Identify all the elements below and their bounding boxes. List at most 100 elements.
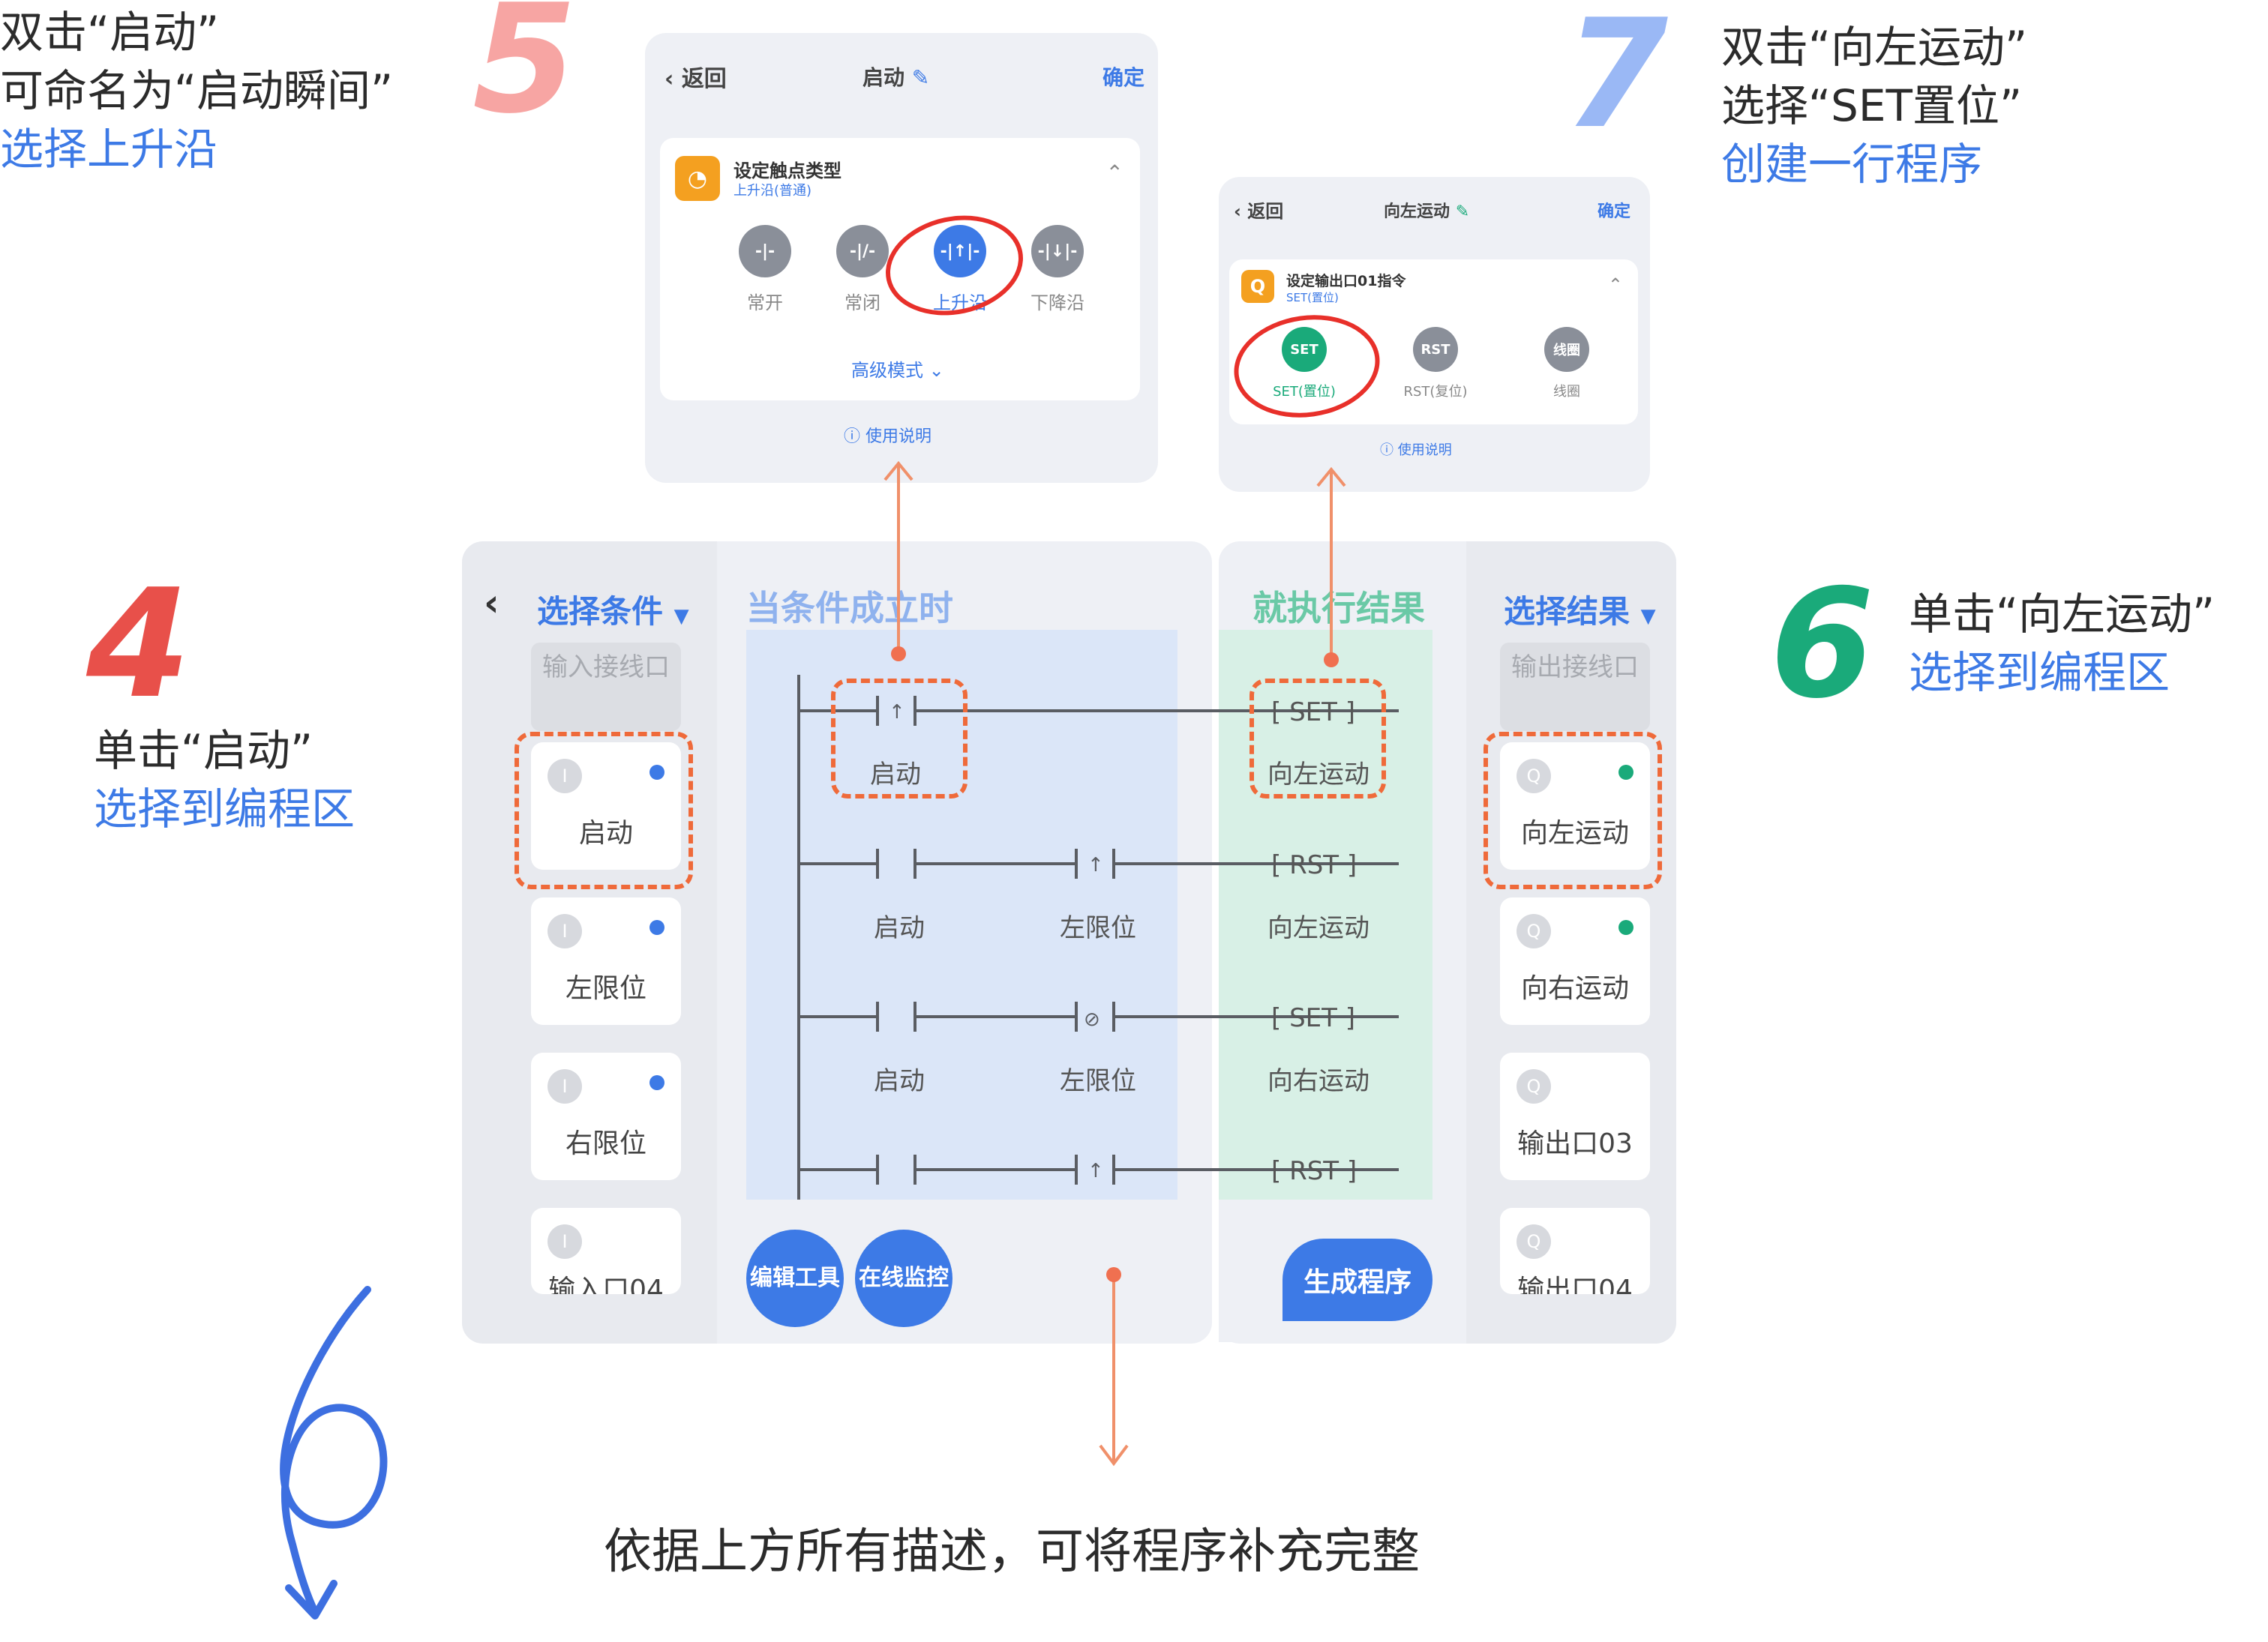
input-left-limit-button[interactable]: I 左限位 <box>531 897 681 1025</box>
row2-coil-type[interactable]: [ RST ] <box>1271 850 1358 880</box>
svg-text:↑: ↑ <box>1088 1160 1104 1182</box>
back-icon[interactable]: ‹ <box>484 581 500 625</box>
option-coil[interactable]: 线圈 线圈 <box>1544 327 1589 400</box>
input-port-04-button[interactable]: I 输入口04 <box>531 1208 681 1294</box>
row3-coil-label[interactable]: 向右运动 <box>1268 1066 1370 1096</box>
highlight-start-input <box>514 732 693 889</box>
row1-contact-label[interactable]: 启动 <box>870 760 921 790</box>
step-number-7: 7 <box>1564 0 1669 162</box>
output-q-icon: Q <box>1241 270 1274 303</box>
step-number-5: 5 <box>472 0 578 147</box>
input-icon: I <box>548 1224 582 1259</box>
input-right-limit-button[interactable]: I 右限位 <box>531 1053 681 1180</box>
status-dot <box>650 765 664 780</box>
annotation-6-text: 单击“向左运动” 选择到编程区 <box>1909 589 2216 698</box>
chevron-down-icon: ⌄ <box>928 360 944 381</box>
contact-type-subtitle: 上升沿(普通) <box>734 183 812 199</box>
output-port-04-button[interactable]: Q 输出口04 <box>1500 1208 1650 1294</box>
row2-coil-label[interactable]: 向左运动 <box>1268 913 1370 943</box>
contact-falling-icon: -|↓|- <box>1031 225 1084 277</box>
status-dot <box>1618 765 1634 780</box>
option-rst[interactable]: RST RST(复位) <box>1404 327 1467 400</box>
output-icon: Q <box>1516 1069 1551 1104</box>
option-normally-closed[interactable]: -|/- 常闭 <box>836 225 889 313</box>
caret-down-icon: ▼ <box>674 605 689 628</box>
condition-column-header: 当条件成立时 <box>746 588 953 628</box>
output-icon: Q <box>1516 914 1551 948</box>
select-condition-dropdown[interactable]: 选择条件 ▼ <box>537 593 689 630</box>
chevron-up-icon[interactable]: ⌃ <box>1106 160 1124 185</box>
row4-coil-type[interactable]: [ RST ] <box>1271 1156 1358 1186</box>
contact-type-icon: ◔ <box>675 156 720 201</box>
ladder-diagram: ↑ ↑ ⊘ ↑ <box>797 675 1399 1200</box>
output-move-right-button[interactable]: Q 向右运动 <box>1500 897 1650 1025</box>
generate-program-button[interactable]: 生成程序 <box>1282 1239 1432 1321</box>
edit-tools-button[interactable]: 编辑工具 <box>746 1230 844 1327</box>
contact-nc-icon: -|/- <box>836 225 889 277</box>
highlight-row1-coil <box>1250 679 1386 799</box>
output-port-03-button[interactable]: Q 输出口03 <box>1500 1053 1650 1180</box>
row3-contact2-label[interactable]: 左限位 <box>1060 1066 1136 1096</box>
option-set[interactable]: SET SET(置位) <box>1273 327 1336 400</box>
output-group-label: 输出接线口 <box>1500 643 1650 731</box>
input-icon: I <box>548 759 582 793</box>
pencil-icon: ✎ <box>911 65 930 90</box>
output-move-left-button[interactable]: Q 向左运动 <box>1500 742 1650 870</box>
popup-title[interactable]: 启动 ✎ <box>862 65 930 90</box>
info-icon: ⓘ <box>1380 442 1394 458</box>
output-instruction-popup: ‹ 返回 向左运动 ✎ 确定 Q 设定输出口01指令 SET(置位) ⌃ SET… <box>1219 177 1650 492</box>
select-result-dropdown[interactable]: 选择结果 ▼ <box>1504 593 1656 630</box>
svg-text:⊘: ⊘ <box>1084 1008 1100 1031</box>
online-monitor-button[interactable]: 在线监控 <box>855 1230 952 1327</box>
output-instruction-title: 设定输出口01指令 <box>1286 273 1406 289</box>
annotation-5-text: 双击“启动” 可命名为“启动瞬间” 选择上升沿 <box>0 7 394 175</box>
row1-coil-label[interactable]: 向左运动 <box>1268 760 1370 790</box>
condition-area <box>746 630 1178 1200</box>
output-instruction-card: Q 设定输出口01指令 SET(置位) ⌃ SET SET(置位) RST RS… <box>1229 259 1638 424</box>
status-dot <box>650 1075 664 1090</box>
popup-confirm-button[interactable]: 确定 <box>1598 202 1631 221</box>
help-link[interactable]: ⓘ 使用说明 <box>1380 442 1452 458</box>
highlight-move-left-output <box>1484 732 1662 889</box>
highlight-row1-contact <box>831 679 968 799</box>
row1-coil-type[interactable]: [ SET ] <box>1271 697 1355 727</box>
help-link[interactable]: ⓘ 使用说明 <box>844 427 932 446</box>
advanced-mode-toggle[interactable]: 高级模式 ⌄ <box>851 360 944 381</box>
contact-type-card: ◔ 设定触点类型 上升沿(普通) ⌃ -|- 常开 -|/- 常闭 -|↑|- … <box>660 138 1140 400</box>
option-falling-edge[interactable]: -|↓|- 下降沿 <box>1030 225 1084 313</box>
contact-type-popup: ‹ 返回 启动 ✎ 确定 ◔ 设定触点类型 上升沿(普通) ⌃ -|- 常开 -… <box>645 33 1158 483</box>
popup-back-button[interactable]: ‹ 返回 <box>664 66 727 92</box>
output-instruction-subtitle: SET(置位) <box>1286 291 1339 304</box>
annotation-7-text: 双击“向左运动” 选择“SET置位” 创建一行程序 <box>1721 22 2028 190</box>
input-group-label: 输入接线口 <box>531 643 681 731</box>
popup-title[interactable]: 向左运动 ✎ <box>1384 202 1470 221</box>
caret-down-icon: ▼ <box>1640 605 1656 628</box>
info-icon: ⓘ <box>844 427 861 446</box>
output-icon: Q <box>1516 1224 1551 1259</box>
svg-text:↑: ↑ <box>1088 854 1104 876</box>
status-dot <box>1618 920 1634 935</box>
input-icon: I <box>548 1069 582 1104</box>
option-normally-open[interactable]: -|- 常开 <box>739 225 791 313</box>
row2-contact1-label[interactable]: 启动 <box>874 913 925 943</box>
status-dot <box>650 920 664 935</box>
chevron-up-icon[interactable]: ⌃ <box>1607 274 1623 295</box>
pencil-icon: ✎ <box>1455 202 1470 221</box>
popup-confirm-button[interactable]: 确定 <box>1102 65 1145 90</box>
contact-rising-icon: -|↑|- <box>934 225 986 277</box>
input-start-button[interactable]: I 启动 <box>531 742 681 870</box>
bottom-caption: 依据上方所有描述，可将程序补充完整 <box>604 1524 1420 1580</box>
result-column-header: 就执行结果 <box>1252 588 1425 628</box>
contact-type-title: 设定触点类型 <box>734 160 842 181</box>
result-area <box>1219 630 1432 1200</box>
input-icon: I <box>548 914 582 948</box>
option-rising-edge[interactable]: -|↑|- 上升沿 <box>933 225 987 313</box>
row3-contact1-label[interactable]: 启动 <box>874 1066 925 1096</box>
output-icon: Q <box>1516 759 1551 793</box>
row2-contact2-label[interactable]: 左限位 <box>1060 913 1136 943</box>
step-number-6: 6 <box>1770 557 1875 732</box>
popup-back-button[interactable]: ‹ 返回 <box>1234 201 1284 222</box>
annotation-4-text: 单击“启动” 选择到编程区 <box>94 725 356 834</box>
row3-coil-type[interactable]: [ SET ] <box>1271 1003 1355 1033</box>
